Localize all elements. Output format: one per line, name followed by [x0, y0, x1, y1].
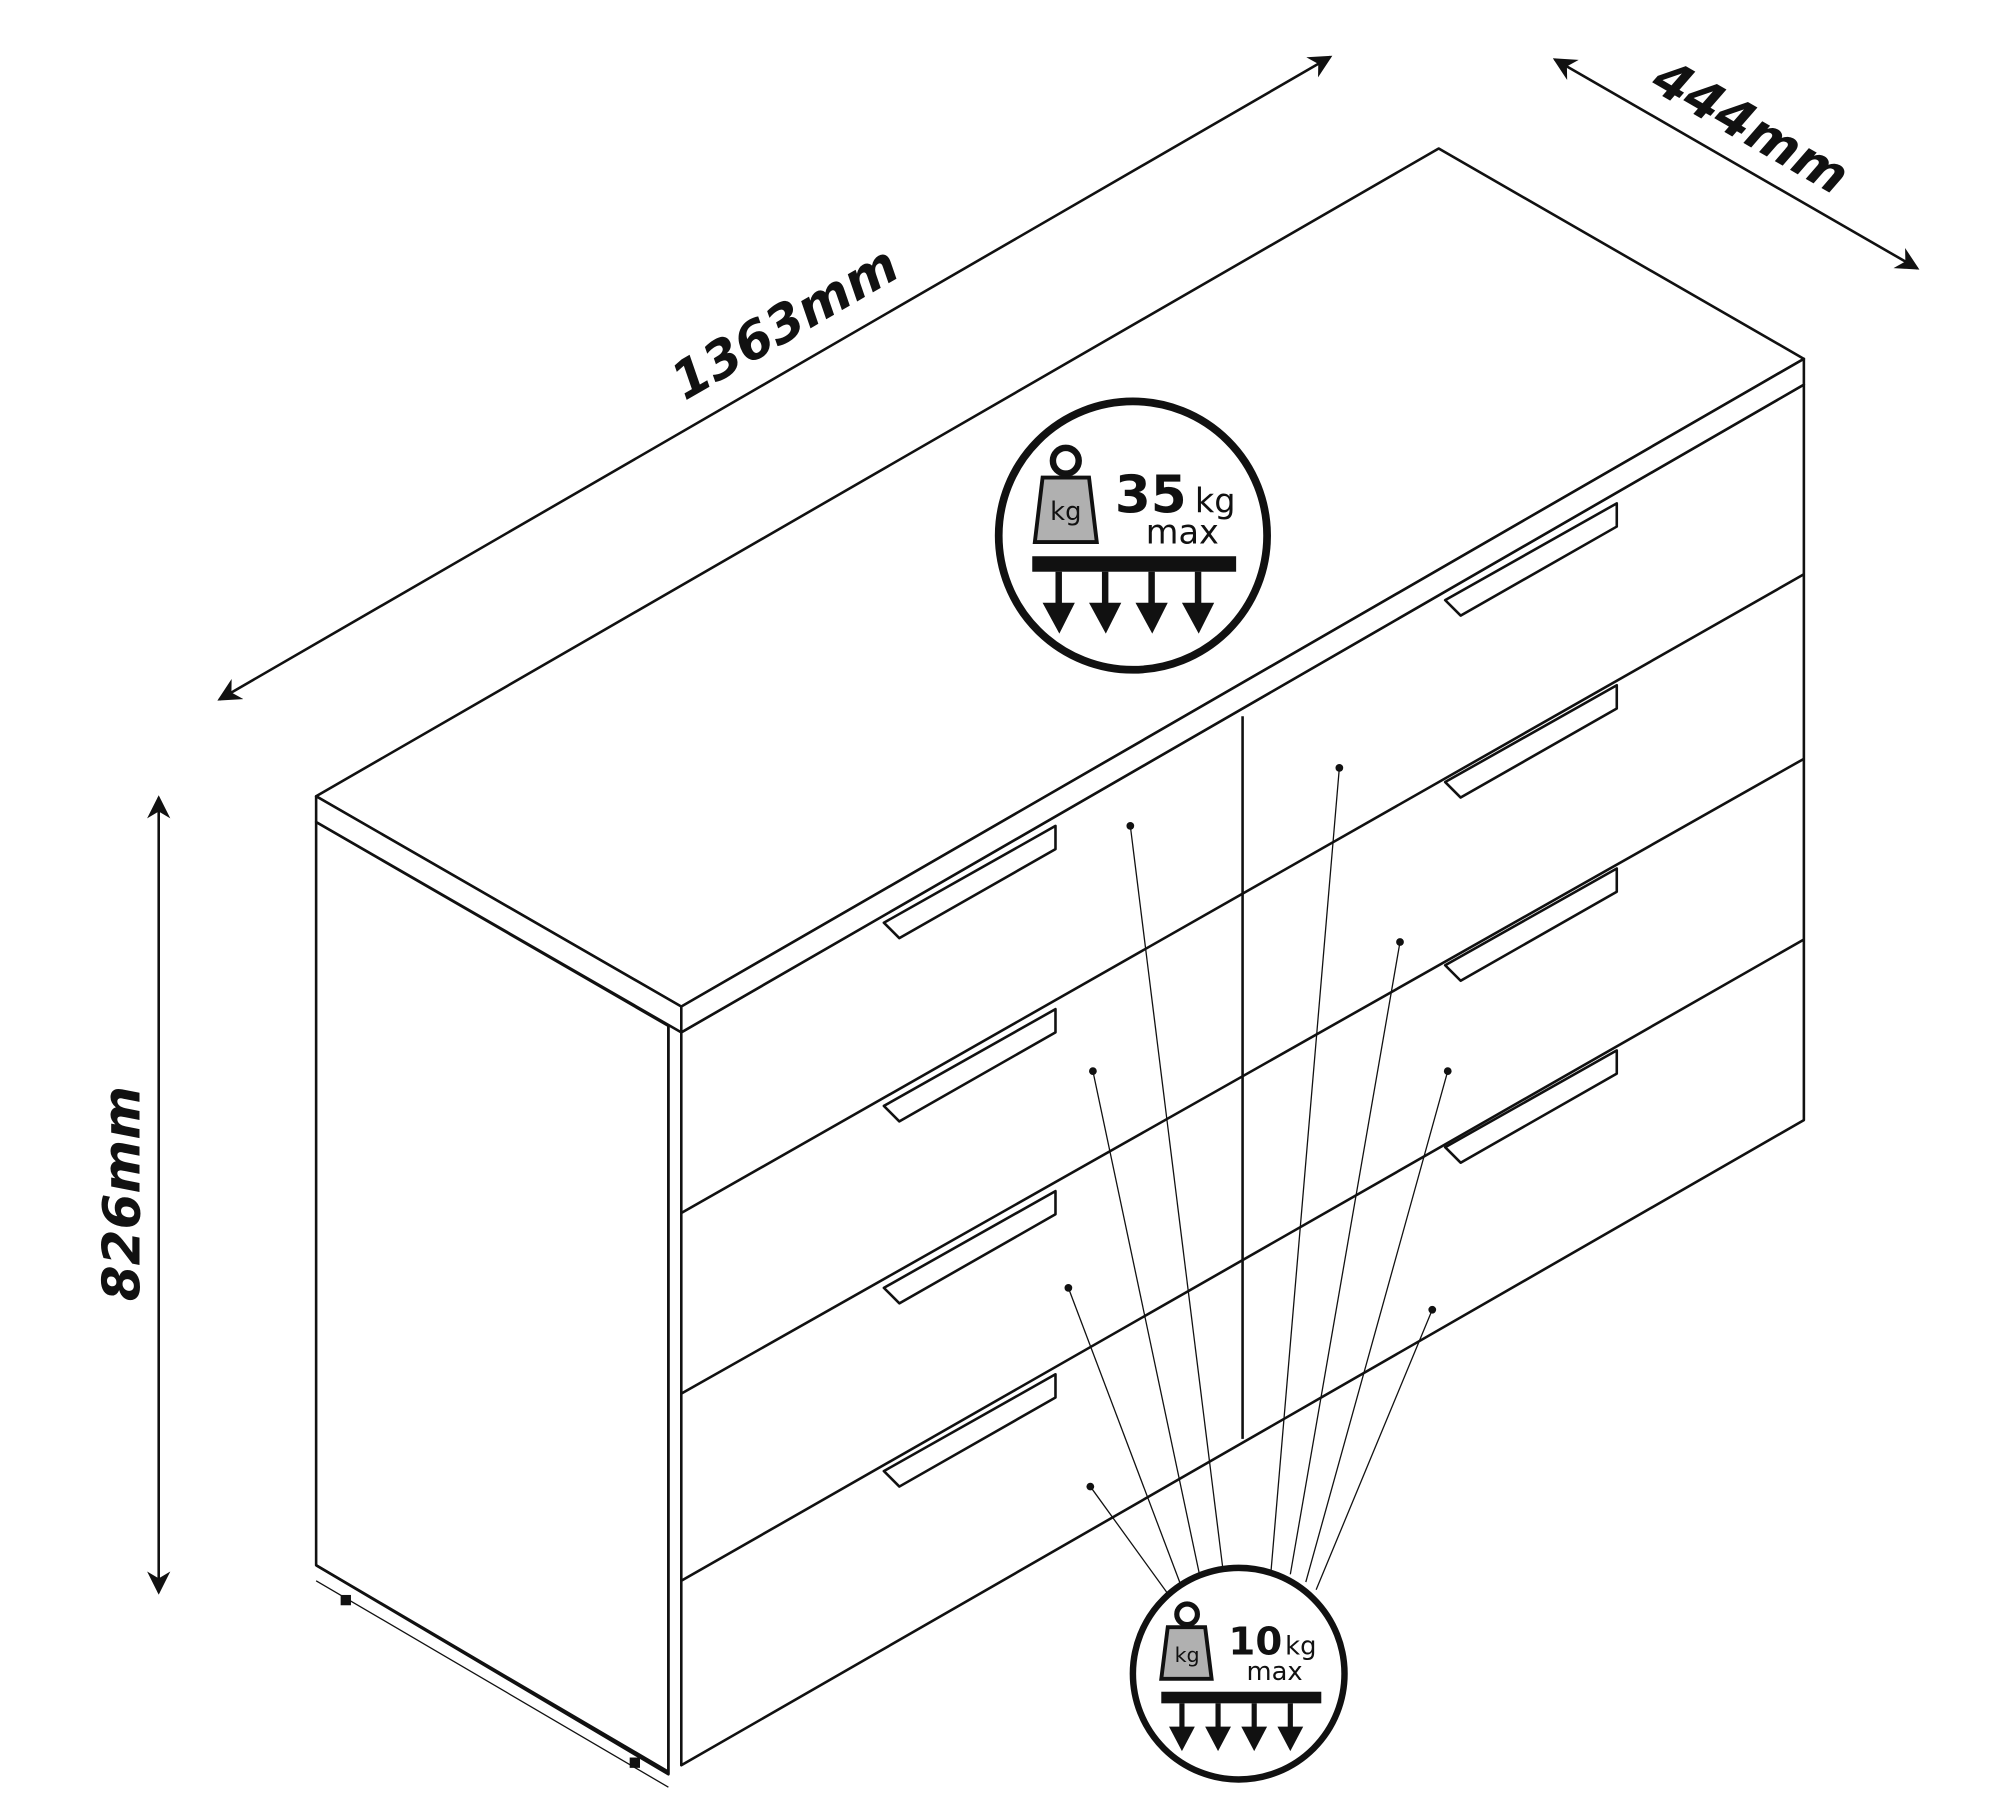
top-load-badge: kg 35 kg max: [994, 397, 1271, 674]
svg-text:kg: kg: [1050, 497, 1081, 527]
weight-icon: kg: [1032, 444, 1099, 544]
depth-dimension: 444mm: [1552, 47, 1920, 270]
svg-text:kg: kg: [1285, 1631, 1316, 1661]
drawer-load-leaders: [1064, 763, 1452, 1595]
svg-text:kg: kg: [1175, 1643, 1200, 1667]
height-dimension: 826mm: [92, 795, 171, 1595]
drawer-load-value: 10: [1228, 1619, 1282, 1664]
top-load-max: max: [1146, 512, 1219, 551]
drawer-handles: [882, 502, 1619, 1488]
down-arrows-icon: [1169, 1703, 1304, 1752]
weight-icon: kg: [1159, 1601, 1214, 1681]
top-load-value: 35: [1115, 465, 1187, 525]
height-label: 826mm: [92, 1086, 152, 1301]
drawer-load-max: max: [1246, 1657, 1302, 1687]
svg-text:kg: kg: [1195, 481, 1236, 520]
down-arrows-icon: [1042, 571, 1215, 634]
dresser: [314, 147, 1806, 1788]
drawer-load-badge: kg 10 kg max: [1129, 1564, 1348, 1783]
